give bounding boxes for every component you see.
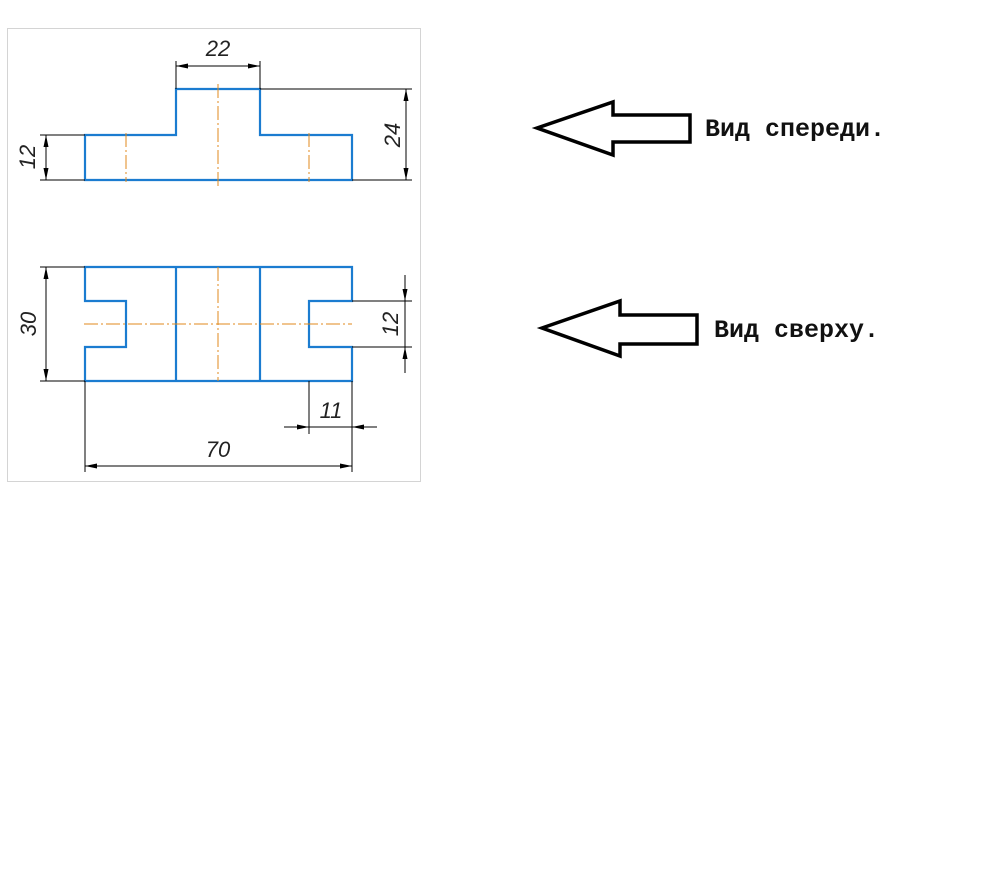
dimension-text: 30 [16,311,41,336]
dimension-11: 11 [284,381,377,472]
dimension-70: 70 [84,381,352,472]
drawing-frame [7,28,421,482]
dimension-text: 24 [380,123,405,148]
dimension-12-top: 12 [352,275,412,373]
top-view: 30 12 11 70 [16,265,412,472]
dimension-text: 12 [15,145,40,169]
top-view-label: Вид сверху. [714,316,879,345]
front-view: 22 24 12 [15,36,412,186]
front-view-outline [83,87,354,182]
dimension-text: 12 [378,312,403,336]
dimension-12-front: 12 [15,134,85,181]
left-arrow-icon [531,99,692,158]
dimension-30: 30 [16,266,85,382]
dimension-text: 11 [320,398,343,423]
dimension-22: 22 [175,36,261,89]
dimension-24: 24 [260,88,412,181]
dimension-text: 70 [206,437,231,462]
left-arrow-icon [536,298,699,359]
dimension-text: 22 [205,36,230,61]
front-view-label: Вид спереди. [705,115,885,144]
